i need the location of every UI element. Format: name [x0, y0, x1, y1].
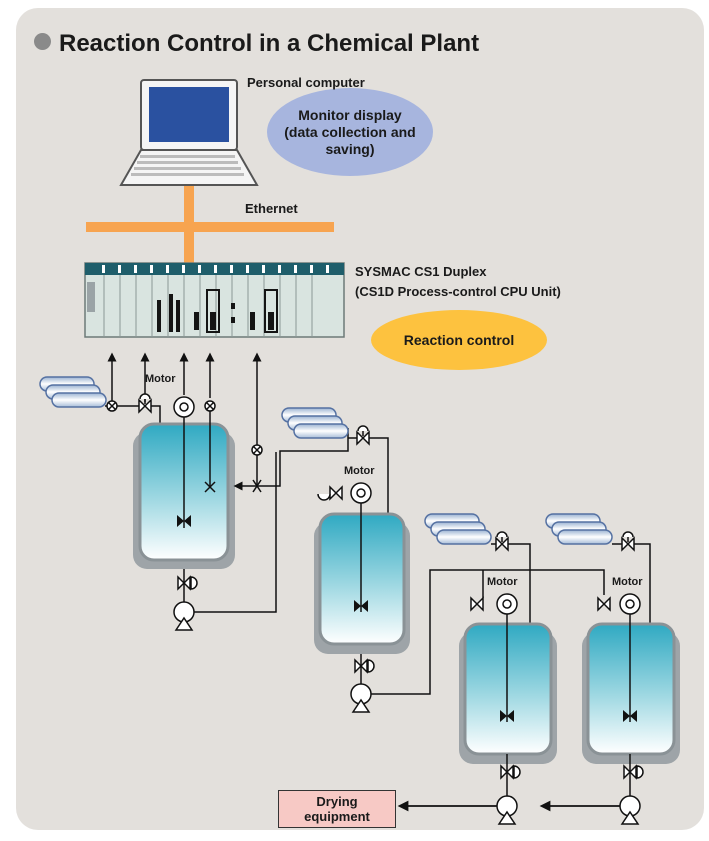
drying-line1: Drying: [316, 794, 358, 809]
plc-label-line2: (CS1D Process-control CPU Unit): [355, 284, 561, 299]
sensor-line-1: [233, 428, 349, 493]
motor-2-icon: [317, 482, 372, 504]
title-bullet-icon: [34, 33, 51, 50]
motor-label-1: Motor: [145, 373, 176, 385]
feed-pipe-2: [348, 425, 389, 517]
reactor-tank-1: [133, 411, 235, 569]
drying-line2: equipment: [304, 809, 370, 824]
plc-label: SYSMAC CS1 Duplex (CS1D Process-control …: [355, 262, 561, 302]
motor-label-2: Motor: [344, 465, 375, 477]
monitor-line2: (data collection and: [284, 123, 416, 140]
computer-icon: [119, 79, 259, 186]
monitor-display-oval: [267, 88, 433, 176]
motor-4-icon: [597, 593, 641, 615]
gas-cylinders-2: [281, 407, 349, 439]
ethernet-cable: [86, 186, 334, 264]
feed-pipe-4: [612, 531, 651, 627]
reactor-tank-4: [582, 614, 680, 764]
gas-cylinders-3: [424, 513, 492, 545]
title-text: Reaction Control in a Chemical Plant: [59, 30, 480, 57]
drying-equipment-box: Drying equipment: [278, 790, 396, 828]
motor-label-4: Motor: [612, 576, 643, 588]
monitor-display-label: Monitor display (data collection and sav…: [267, 88, 433, 176]
plc-label-line1: SYSMAC CS1 Duplex: [355, 264, 487, 279]
feed-pipe-3: [491, 531, 531, 627]
outlet-1: [173, 452, 277, 631]
outlet-4: [619, 754, 644, 825]
page-title: Reaction Control in a Chemical Plant: [34, 30, 479, 58]
monitor-line3: saving): [325, 140, 375, 157]
signal-lines: [107, 352, 262, 445]
outlet-2: [350, 569, 605, 713]
reaction-control-oval: [371, 310, 547, 370]
ethernet-label: Ethernet: [245, 201, 298, 216]
reactor-tank-2: [314, 503, 410, 654]
pc-label: Personal computer: [247, 75, 365, 90]
plc-rack-icon: [84, 262, 345, 338]
gas-cylinders-4: [545, 513, 613, 545]
reaction-control-label: Reaction control: [403, 331, 515, 348]
motor-label-3: Motor: [487, 576, 518, 588]
motor-1-icon: [173, 396, 195, 418]
reactor-tank-3: [459, 614, 557, 764]
monitor-line1: Monitor display: [298, 106, 402, 123]
gas-cylinders-1: [39, 376, 107, 408]
feed-pipe-1: [105, 393, 161, 424]
